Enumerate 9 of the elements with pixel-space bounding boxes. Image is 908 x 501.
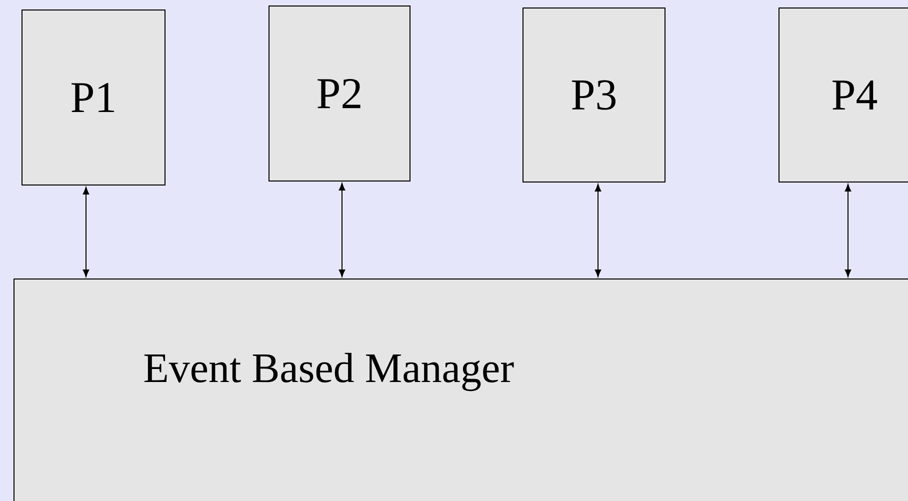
manager-box: Event Based Manager <box>14 278 908 501</box>
arrow <box>844 184 852 278</box>
process-box: P3 <box>522 8 666 182</box>
arrow <box>338 183 346 278</box>
arrow <box>594 184 602 278</box>
process-box: P1 <box>22 10 166 186</box>
process-box: P4 <box>778 8 908 182</box>
process-box: P2 <box>268 6 410 182</box>
arrow <box>82 187 90 278</box>
